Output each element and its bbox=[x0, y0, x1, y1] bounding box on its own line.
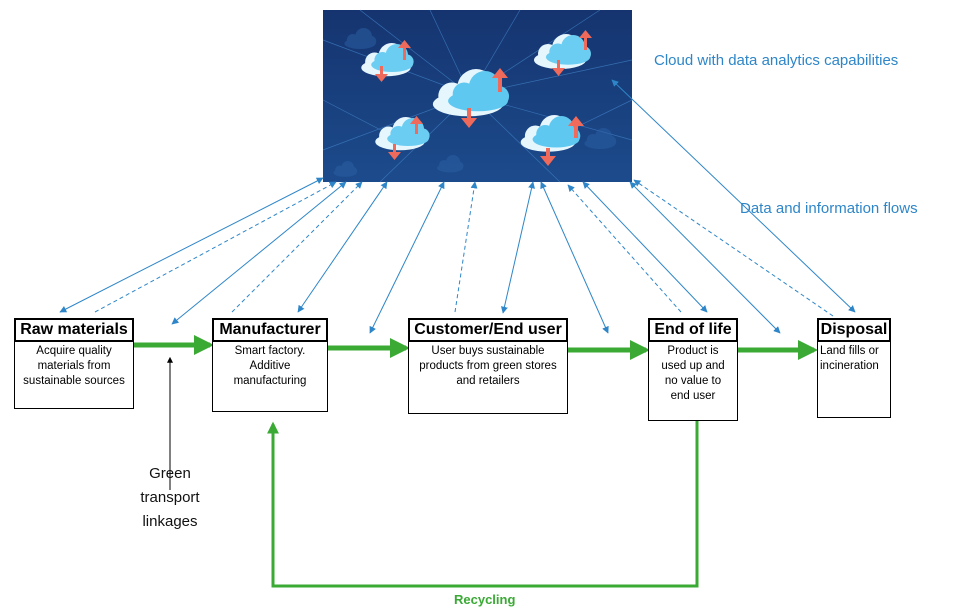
transport-caption-line: Green bbox=[149, 465, 191, 482]
recycling-loop bbox=[267, 420, 699, 588]
node-description: Acquire quality materials from sustainab… bbox=[15, 342, 133, 389]
desc-line: end user bbox=[670, 390, 716, 402]
down-arrow-icon bbox=[552, 60, 565, 76]
flow-line bbox=[369, 181, 445, 334]
transport-caption-line: transport bbox=[140, 489, 200, 506]
transport-caption-line: linkages bbox=[142, 513, 198, 530]
down-arrow-icon bbox=[375, 66, 388, 82]
up-arrow-icon bbox=[398, 40, 411, 60]
node-description: Product is used up and no value to end u… bbox=[649, 342, 737, 404]
desc-line: materials from bbox=[37, 360, 111, 372]
desc-line: incineration bbox=[820, 360, 879, 372]
node-title: End of life bbox=[648, 318, 738, 342]
node-title: Disposal bbox=[817, 318, 891, 342]
node-description: Smart factory. Additive manufacturing bbox=[213, 342, 327, 389]
desc-line: used up and bbox=[661, 360, 725, 372]
node-end-of-life: End of life Product is used up and no va… bbox=[648, 318, 738, 421]
node-manufacturer: Manufacturer Smart factory. Additive man… bbox=[212, 318, 328, 412]
desc-line: Acquire quality bbox=[36, 345, 112, 357]
flow-line bbox=[59, 177, 324, 313]
desc-line: User buys sustainable bbox=[431, 345, 545, 357]
flows-caption: Data and information flows bbox=[740, 200, 918, 217]
flow-line bbox=[567, 184, 682, 313]
desc-line: manufacturing bbox=[233, 375, 307, 387]
flow-line bbox=[454, 181, 478, 313]
recycling-caption: Recycling bbox=[454, 592, 516, 607]
desc-line: and retailers bbox=[456, 375, 520, 387]
desc-line: no value to bbox=[664, 375, 722, 387]
desc-line: Land fills or bbox=[820, 345, 879, 357]
node-title: Raw materials bbox=[14, 318, 134, 342]
cloud-panel bbox=[322, 9, 633, 183]
down-arrow-icon bbox=[461, 108, 477, 128]
node-raw-materials: Raw materials Acquire quality materials … bbox=[14, 318, 134, 409]
flow-line bbox=[582, 181, 708, 313]
node-description: User buys sustainable products from gree… bbox=[409, 342, 567, 389]
process-flow-arrows bbox=[134, 335, 818, 360]
flow-line bbox=[500, 181, 536, 314]
desc-line: Additive bbox=[249, 360, 291, 372]
up-arrow-icon bbox=[579, 30, 592, 50]
node-title: Customer/End user bbox=[408, 318, 568, 342]
node-customer-end-user: Customer/End user User buys sustainable … bbox=[408, 318, 568, 414]
transport-caption: Green transport linkages bbox=[130, 462, 210, 534]
up-arrow-icon bbox=[410, 116, 423, 134]
desc-line: Smart factory. bbox=[234, 345, 306, 357]
desc-line: sustainable sources bbox=[23, 375, 125, 387]
node-disposal: Disposal Land fills or incineration bbox=[817, 318, 891, 418]
up-arrow-icon bbox=[492, 68, 508, 92]
node-title: Manufacturer bbox=[212, 318, 328, 342]
desc-line: Product is bbox=[667, 345, 719, 357]
flow-line bbox=[231, 181, 363, 313]
desc-line: products from green stores bbox=[419, 360, 557, 372]
node-description: Land fills or incineration bbox=[818, 342, 890, 374]
flow-line bbox=[611, 79, 856, 313]
data-flow-lines bbox=[59, 79, 856, 334]
down-arrow-icon bbox=[540, 148, 556, 166]
cloud-caption: Cloud with data analytics capabilities bbox=[654, 52, 899, 69]
flow-line bbox=[94, 181, 337, 313]
down-arrow-icon bbox=[388, 144, 401, 160]
up-arrow-icon bbox=[568, 116, 584, 138]
flow-line bbox=[171, 181, 347, 325]
flow-line bbox=[540, 181, 609, 334]
